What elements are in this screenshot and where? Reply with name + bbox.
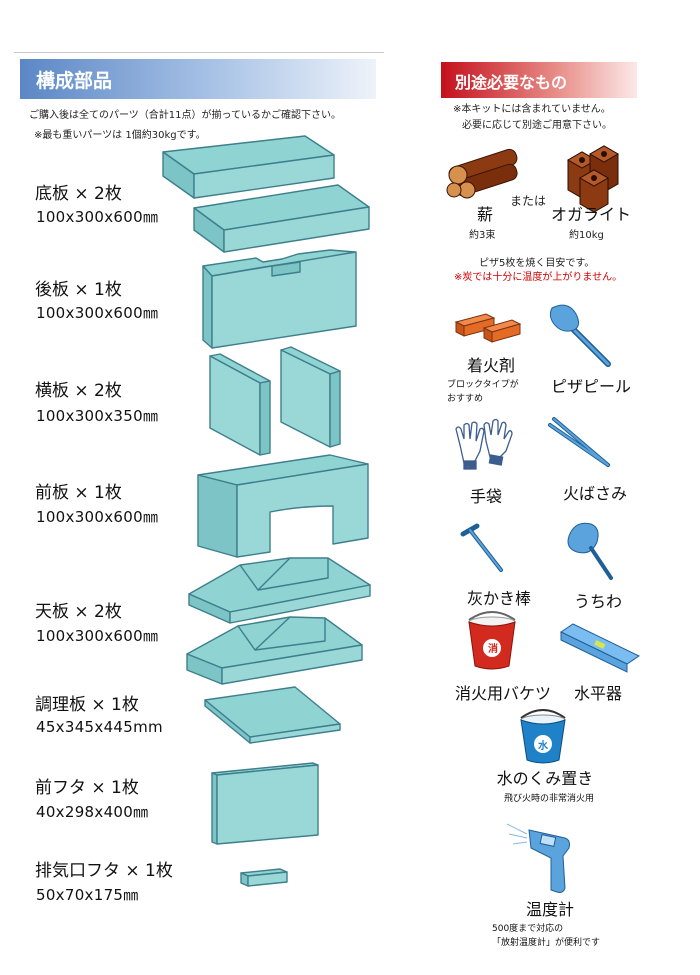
part-name-top-plate: 天板 × 2枚 [35, 602, 122, 622]
ash-rake-label: 灰かき棒 [466, 589, 531, 608]
front-plate-illustration [197, 454, 369, 558]
thermometer-sub1: 500度まで対応の [492, 924, 564, 934]
igniter-block-icon [454, 313, 522, 343]
thermometer-icon [506, 823, 570, 893]
gloves-tongs-icons [455, 417, 610, 470]
part-name-exhaust-lid: 排気口フタ × 1枚 [35, 861, 173, 881]
part-dims-front-plate: 100x300x600㎜ [36, 508, 159, 526]
side-plate-left-illustration [209, 353, 271, 456]
ogalite-icon [566, 145, 620, 213]
part-dims-top-plate: 100x300x600㎜ [36, 627, 159, 645]
tongs-label: 火ばさみ [562, 484, 627, 503]
prepare-note: 必要に応じて別途ご用意下さい。 [462, 120, 612, 131]
part-name-cooking-plate: 調理板 × 1枚 [35, 695, 139, 715]
water-mark: 水 [538, 741, 548, 752]
ogalite-label: オガライト [550, 205, 631, 224]
water-sub: 飛び火時の非常消火用 [503, 794, 594, 804]
part-dims-exhaust-lid: 50x70x175㎜ [36, 886, 139, 904]
top-plate-2-illustration [186, 616, 363, 685]
firewood-icon [446, 145, 620, 213]
igniter-icon [454, 304, 611, 367]
fan-label: うちわ [573, 592, 622, 611]
thermometer-label: 温度計 [525, 900, 574, 919]
charcoal-warning: ※炭では十分に温度が上がりません。 [454, 272, 623, 283]
part-dims-bottom-plate: 100x300x600㎜ [36, 208, 159, 226]
water-label: 水のくみ置き [496, 769, 594, 788]
rake-fan-icons [460, 522, 613, 580]
firewood-label: 薪 [476, 205, 493, 224]
top-plate-1-illustration [188, 557, 371, 624]
igniter-label: 着火剤 [466, 356, 515, 375]
spirit-level-icon [559, 623, 641, 673]
part-name-bottom-plate: 底板 × 2枚 [35, 184, 122, 204]
back-plate-illustration [202, 249, 357, 349]
thermometer-sub2: 「放射温度計」が便利です [492, 938, 601, 948]
components-header: 構成部品 [20, 59, 376, 99]
bucket-level-icons [468, 611, 641, 673]
front-lid-illustration [211, 762, 319, 845]
firewood-bundle-icon [446, 148, 518, 199]
exhaust-lid-illustration [240, 868, 288, 887]
tongs-icon [548, 417, 610, 467]
pizza-peel-label: ピザピール [550, 377, 631, 396]
bottom-plate-1-illustration [162, 135, 335, 199]
divider-line [14, 52, 384, 53]
part-dims-back-plate: 100x300x600㎜ [36, 304, 159, 322]
gloves-label: 手袋 [469, 487, 502, 506]
part-name-back-plate: 後板 × 1枚 [35, 280, 122, 300]
required-items-header-title: 別途必要なもの [455, 73, 568, 92]
bucket-mark: 消 [488, 644, 498, 655]
part-name-front-plate: 前板 × 1枚 [35, 483, 122, 503]
weight-note: ※最も重いパーツは 1個約30kgです。 [34, 130, 206, 141]
firewood-amount: 約3束 [469, 230, 496, 241]
bottom-plate-2-illustration [193, 184, 370, 253]
part-dims-side-plate: 100x300x350㎜ [36, 407, 159, 425]
gloves-icon [455, 418, 513, 470]
igniter-sub2: おすすめ [447, 394, 484, 404]
components-header-title: 構成部品 [36, 70, 113, 92]
part-dims-cooking-plate: 45x345x445mm [36, 718, 163, 736]
ogalite-amount: 約10kg [569, 230, 604, 241]
fan-icon [567, 522, 613, 580]
fire-bucket-label: 消火用バケツ [454, 684, 551, 703]
not-included-note: ※本キットには含まれていません。 [453, 104, 611, 115]
confirm-note: ご購入後は全てのパーツ（合計11点）が揃っているかご確認下さい。 [29, 110, 342, 121]
spirit-level-label: 水平器 [573, 684, 622, 703]
fuel-note: ピザ5枚を焼く目安です。 [479, 258, 595, 269]
or-label: または [510, 194, 547, 208]
part-name-side-plate: 横板 × 2枚 [35, 381, 122, 401]
part-dims-front-lid: 40x298x400㎜ [36, 803, 149, 821]
side-plate-right-illustration [280, 346, 341, 448]
required-items-header: 別途必要なもの [441, 62, 637, 98]
pizza-peel-icon [549, 304, 611, 367]
fire-bucket-icon [468, 611, 516, 670]
ash-rake-icon [460, 523, 503, 572]
igniter-sub1: ブロックタイプが [447, 380, 519, 390]
water-bucket-icon [520, 709, 566, 764]
part-name-front-lid: 前フタ × 1枚 [35, 778, 139, 798]
cooking-plate-illustration [204, 686, 341, 744]
